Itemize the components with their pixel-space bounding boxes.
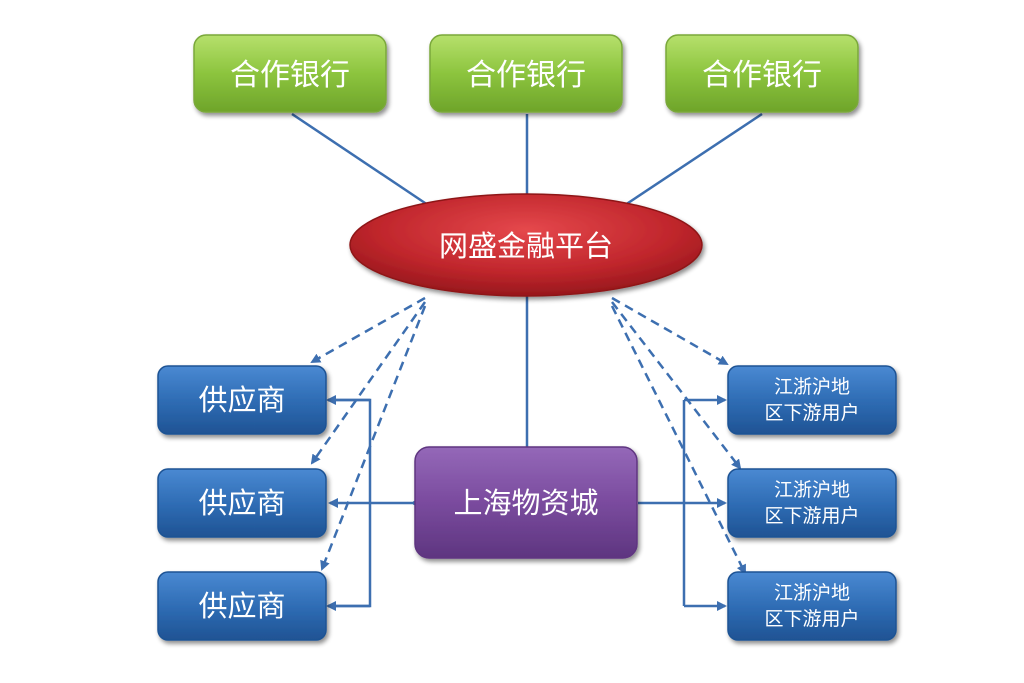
dashed-arrow-customer-1 <box>611 296 729 366</box>
supplier-label: 供应商 <box>198 486 285 520</box>
customer-label-line2: 区下游用户 <box>764 505 859 527</box>
bank-node-1: 合作银行 <box>193 34 387 113</box>
supplier-node-3: 供应商 <box>157 571 327 641</box>
connectors <box>291 112 763 611</box>
customer-node-3: 江浙沪地 区下游用户 <box>727 571 897 641</box>
mall-label: 上海物资城 <box>453 486 598 520</box>
supplier-node-1: 供应商 <box>157 365 327 435</box>
dashed-arrow-supplier-2 <box>310 301 427 465</box>
supplier-node-2: 供应商 <box>157 468 327 538</box>
supplier-label: 供应商 <box>198 383 285 417</box>
bank-node-3: 合作银行 <box>665 34 859 113</box>
customer-node-2: 江浙沪地 区下游用户 <box>727 468 897 538</box>
dashed-arrow-supplier-1 <box>310 296 426 364</box>
supplier-label: 供应商 <box>198 589 285 623</box>
platform-label: 网盛金融平台 <box>439 229 613 263</box>
mall-node: 上海物资城 <box>414 446 638 559</box>
dashed-arrow-customer-3 <box>610 305 747 575</box>
bank-link-3 <box>624 112 763 207</box>
customer-label-line1: 江浙沪地 <box>774 376 850 398</box>
customer-label-line1: 江浙沪地 <box>774 479 850 501</box>
bank-label: 合作银行 <box>702 58 822 93</box>
bank-label: 合作银行 <box>230 58 350 93</box>
platform-node: 网盛金融平台 <box>349 193 703 297</box>
customer-label-line2: 区下游用户 <box>764 402 859 424</box>
customer-label-line2: 区下游用户 <box>764 608 859 630</box>
dashed-arrow-supplier-3 <box>320 305 427 571</box>
bank-link-1 <box>291 112 429 207</box>
customer-label-line1: 江浙沪地 <box>774 582 850 604</box>
customer-node-1: 江浙沪地 区下游用户 <box>727 365 897 435</box>
bank-label: 合作银行 <box>466 58 586 93</box>
bank-node-2: 合作银行 <box>429 34 623 113</box>
dashed-arrow-customer-2 <box>611 301 742 470</box>
